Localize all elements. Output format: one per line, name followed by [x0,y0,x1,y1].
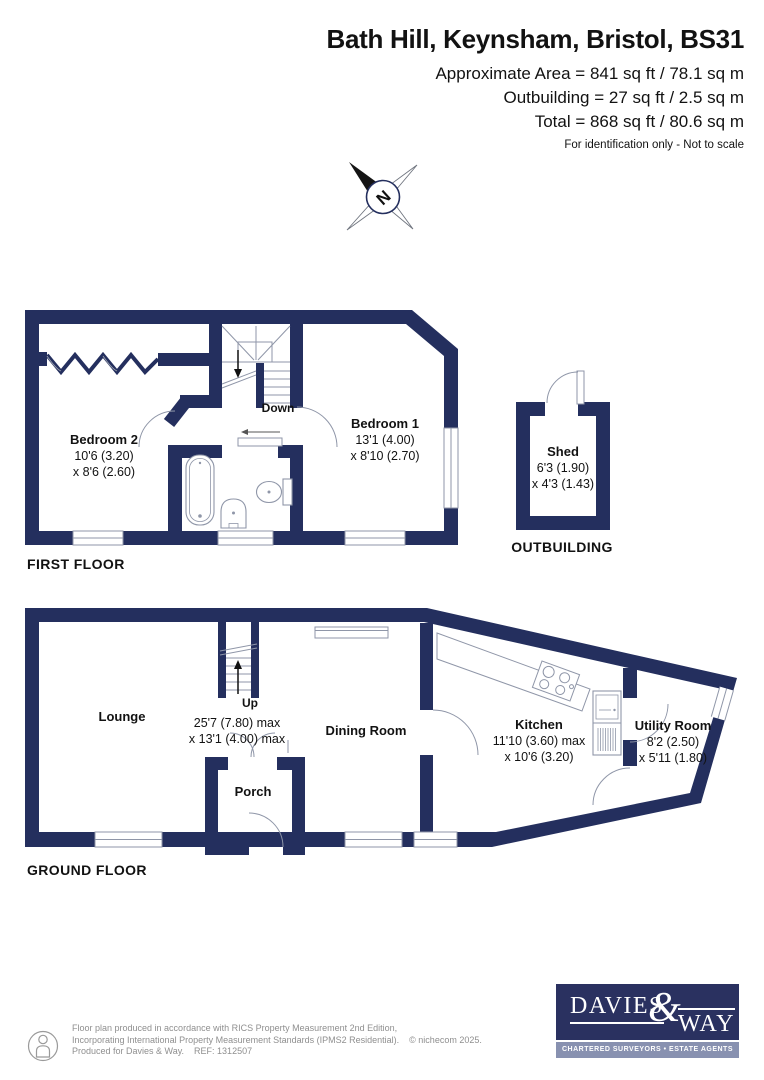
reference-number: REF: 1312507 [194,1046,253,1056]
bath-icon [185,454,215,526]
copyright: © nichecom 2025. [409,1034,482,1045]
footer-disclaimer: Floor plan produced in accordance with R… [72,1023,482,1058]
lounge-dining-dims: 25'7 (7.80) max x 13'1 (4.00) max [188,716,286,746]
lounge-label: Lounge [98,709,146,724]
disclaimer-line1: Floor plan produced in accordance with R… [72,1023,398,1033]
bedroom1-label: Bedroom 1 13'1 (4.00) x 8'10 (2.70) [350,416,420,463]
stairs-up-icon [219,643,258,694]
logo-main-panel: DAVIES & WAY [556,984,739,1040]
page-title: Bath Hill, Keynsham, Bristol, BS31 [326,24,745,54]
logo-name1: DAVIES [570,993,664,1024]
total-area-line: Total = 868 sq ft / 80.6 sq m [534,112,744,131]
sliding-door-icon [237,429,283,447]
porch-label: Porch [234,784,272,799]
disclaimer-line3: Produced for Davies & Way.REF: 1312507 [72,1046,253,1056]
approx-area-line: Approximate Area = 841 sq ft / 78.1 sq m [435,64,744,83]
hob-icon [531,660,581,702]
toilet-icon [255,478,293,506]
bedroom2-label: Bedroom 2 10'6 (3.20) x 8'6 (2.60) [70,432,138,479]
header: Bath Hill, Keynsham, Bristol, BS31 Appro… [326,24,745,151]
door-arc-porch-entry [248,812,284,848]
logo-ampersand: & [648,985,681,1031]
davies-and-way-logo: DAVIES & WAY CHARTERED SURVEYORS • ESTAT… [556,984,739,1058]
door-arc-porch-left [229,732,255,758]
ground-floor-plan [25,608,737,855]
outbuilding-walls [516,402,610,530]
door-arc-utility [629,703,669,743]
door-arc-bedroom2 [138,410,176,448]
disclaimer-line2: Incorporating International Property Mea… [72,1034,482,1045]
sink-icon [220,498,247,529]
first-floor-title: FIRST FLOOR [27,556,125,572]
door-arc-bedroom1 [296,406,338,448]
outbuilding-title: OUTBUILDING [511,539,613,555]
utility-room-label: Utility Room 8'2 (2.50) x 5'11 (1.80) [634,718,712,765]
ground-floor-windows [94,626,734,848]
dining-window-icon [314,626,389,639]
wardrobe-zigzag-icon [45,351,160,376]
door-arc-porch-right [250,732,276,758]
ground-floor-interior-walls [205,622,637,855]
identification-note: For identification only - Not to scale [564,139,744,151]
outbuilding-plan [516,370,610,530]
shed-label: Shed 6'3 (1.90) x 4'3 (1.43) [531,444,595,491]
door-arc-shed [546,371,579,404]
first-floor-plan [25,310,459,546]
shed-door-leaf [576,370,585,405]
dining-room-label: Dining Room [325,723,407,738]
logo-tagline: CHARTERED SURVEYORS • ESTATE AGENTS [556,1042,739,1058]
appliance-icon [592,690,622,756]
outbuilding-area-line: Outbuilding = 27 sq ft / 2.5 sq m [503,88,745,107]
kitchen-label: Kitchen 11'10 (3.60) max x 10'6 (3.20) [492,717,586,764]
ground-floor-door-arcs [229,703,669,848]
logo-name2: WAY [678,1008,735,1038]
diagonal-wall [163,395,193,428]
stairs-down-icon [221,325,291,404]
stairs-up-label: Up [242,696,258,710]
ground-floor-title: GROUND FLOOR [27,862,147,878]
first-floor-windows [72,427,459,546]
stairs-down-label: Down [261,401,295,415]
shed-door-opening [545,401,578,417]
door-arc-kitchen-rear [592,767,631,806]
kitchen-counter-icon [436,632,591,712]
door-arc-kitchen [432,709,479,756]
compass-icon: N [346,162,418,231]
person-icon [27,1030,59,1062]
